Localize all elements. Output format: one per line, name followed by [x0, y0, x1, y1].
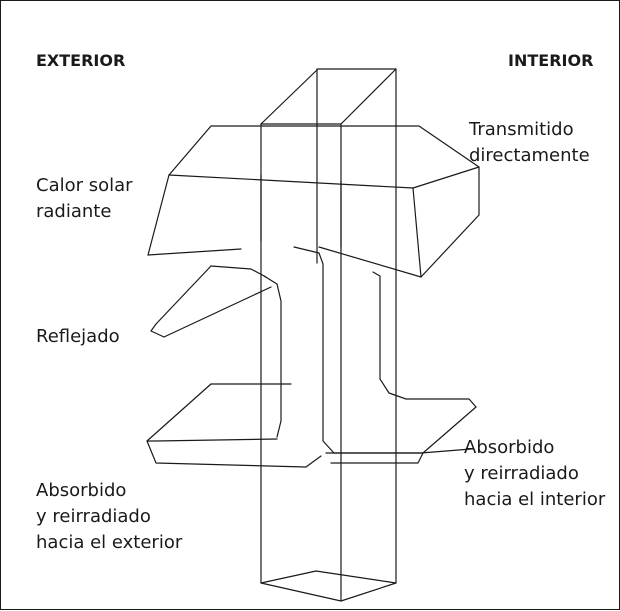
absorbed-interior-line-1: Absorbido	[464, 437, 555, 458]
transmitted-line-1: Transmitido	[469, 119, 574, 140]
transmitted-path	[263, 246, 472, 454]
absorbed-exterior-label: Absorbido y reirradiado hacia el exterio…	[36, 478, 182, 556]
reflected-line-1: Reflejado	[36, 326, 120, 347]
interior-heading: INTERIOR	[508, 51, 594, 70]
absorbed-interior-line-3: hacia el interior	[464, 489, 606, 510]
solar-heat-line-1: Calor solar	[36, 175, 133, 196]
absorbed-exterior-line-1: Absorbido	[36, 480, 127, 501]
transmitted-line-2: directamente	[469, 145, 590, 166]
interior-absorbed-arrow	[325, 271, 477, 464]
reflected-arrow	[150, 265, 272, 338]
exterior-absorbed-arrow	[146, 383, 322, 468]
solar-heat-label: Calor solar radiante	[36, 173, 133, 225]
absorbed-interior-label: Absorbido y reirradiado hacia el interio…	[464, 435, 605, 513]
solar-radiation-arrow	[147, 68, 480, 278]
absorbed-exterior-line-3: hacia el exterior	[36, 532, 183, 553]
solar-heat-line-2: radiante	[36, 201, 112, 222]
absorbed-exterior-line-2: y reirradiado	[36, 506, 151, 527]
absorbed-interior-line-2: y reirradiado	[464, 463, 579, 484]
transmitted-label: Transmitido directamente	[469, 117, 590, 169]
reflected-label: Reflejado	[36, 324, 120, 350]
exterior-heading: EXTERIOR	[36, 51, 126, 70]
